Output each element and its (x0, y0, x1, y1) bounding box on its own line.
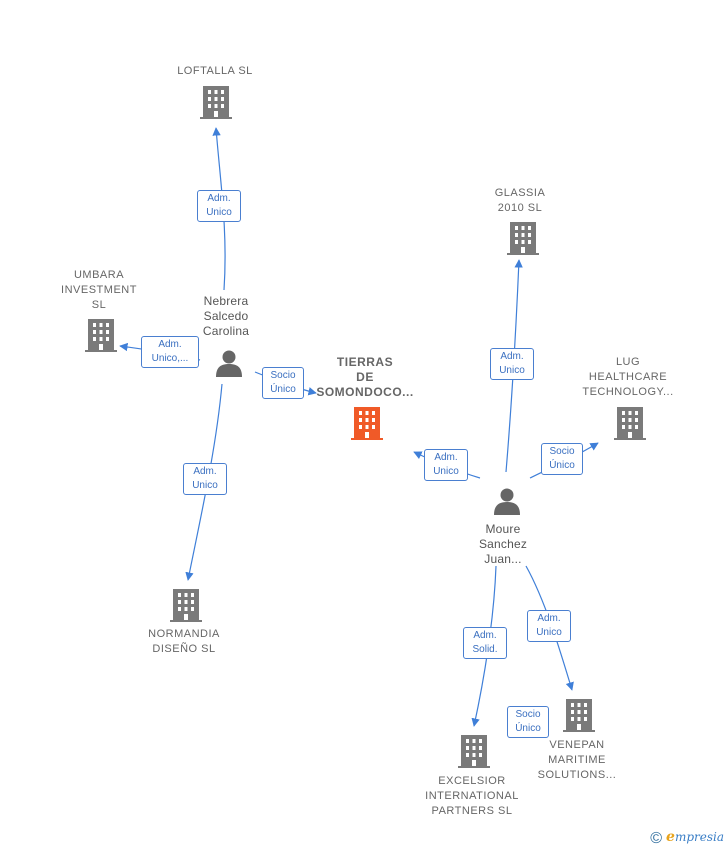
edge-label-line-1: Adm. (473, 630, 497, 641)
moure-label-line-2: Sanchez (478, 537, 528, 551)
tierras-label-line-1: TIERRAS (336, 355, 394, 369)
node-label-moure[interactable]: Moure Sanchez Juan... (453, 522, 553, 567)
edge-label-moure-lug[interactable]: Socio Único (541, 443, 583, 475)
edge-label-line-2: Unico,... (151, 353, 189, 364)
lug-label-line-1: LUG (615, 356, 641, 368)
node-label-nebrera[interactable]: Nebrera Salcedo Carolina (176, 294, 276, 339)
edge-label-moure-tierras[interactable]: Adm. Unico (424, 449, 468, 481)
edge-label-line-2: Unico (433, 466, 459, 477)
building-icon-umbara[interactable] (85, 319, 117, 352)
edge-label-line-1: Socio (515, 709, 541, 720)
edge-label-line-2: Unico (192, 480, 218, 491)
nebrera-label-line-2: Salcedo (203, 309, 249, 323)
glassia-label-line-1: GLASSIA (494, 187, 546, 199)
person-icon-nebrera[interactable] (216, 350, 242, 378)
building-icon-glassia[interactable] (507, 222, 539, 255)
nebrera-label-line-3: Carolina (202, 324, 250, 338)
person-icon-moure[interactable] (494, 488, 520, 516)
node-label-venepan[interactable]: VENEPAN MARITIME SOLUTIONS... (522, 738, 632, 783)
excelsior-label-line-3: PARTNERS SL (431, 805, 513, 817)
building-icon-tierras[interactable] (351, 407, 383, 440)
excelsior-label-line-1: EXCELSIOR (438, 775, 506, 787)
edge-label-nebrera-loftalla[interactable]: Adm. Unico (197, 190, 241, 222)
edge-label-nebrera-umbara[interactable]: Adm. Unico,... (141, 336, 199, 368)
building-icon-excelsior[interactable] (458, 735, 490, 768)
edge-label-moure-excelsior[interactable]: Adm. Solid. (463, 627, 507, 659)
edge-label-moure-venepan-adm[interactable]: Adm. Unico (527, 610, 571, 642)
glassia-label-line-2: 2010 SL (497, 202, 543, 214)
node-label-tierras[interactable]: TIERRAS DE SOMONDOCO... (310, 355, 420, 400)
building-icon-loftalla[interactable] (200, 86, 232, 119)
building-icon-lug[interactable] (614, 407, 646, 440)
building-icon-venepan[interactable] (563, 699, 595, 732)
tierras-label-line-2: DE (356, 370, 374, 384)
excelsior-label-line-2: INTERNATIONAL (425, 790, 519, 802)
edge-label-line-2: Unico (536, 627, 562, 638)
node-label-glassia[interactable]: GLASSIA 2010 SL (470, 186, 570, 216)
edge-label-line-1: Socio (270, 370, 296, 381)
node-label-excelsior[interactable]: EXCELSIOR INTERNATIONAL PARTNERS SL (412, 774, 532, 819)
edge-label-line-1: Adm. (158, 339, 182, 350)
moure-label-line-3: Juan... (484, 552, 522, 566)
node-label-umbara[interactable]: UMBARA INVESTMENT SL (49, 268, 149, 313)
loftalla-label: LOFTALLA SL (177, 65, 253, 77)
normandia-label-line-2: DISEÑO SL (152, 643, 216, 655)
edge-label-line-1: Adm. (500, 351, 524, 362)
edge-label-line-2: Unico (206, 207, 232, 218)
node-label-lug[interactable]: LUG HEALTHCARE TECHNOLOGY... (573, 355, 683, 400)
building-icon-normandia[interactable] (170, 589, 202, 622)
edge-label-line-1: Adm. (537, 613, 561, 624)
edge-label-nebrera-tierras[interactable]: Socio Único (262, 367, 304, 399)
lug-label-line-2: HEALTHCARE (588, 371, 668, 383)
edge-label-line-1: Adm. (434, 452, 458, 463)
brand-initial: e (666, 829, 675, 845)
edge-label-moure-glassia[interactable]: Adm. Unico (490, 348, 534, 380)
edge-label-line-2: Único (549, 460, 575, 471)
brand-logo: empresia (666, 829, 724, 845)
edge-label-line-2: Solid. (472, 644, 498, 655)
umbara-label-line-1: UMBARA (73, 269, 125, 281)
venepan-label-line-2: MARITIME (548, 754, 606, 766)
normandia-label-line-1: NORMANDIA (148, 628, 220, 640)
venepan-label-line-3: SOLUTIONS... (537, 769, 617, 781)
edge-label-moure-venepan-socio[interactable]: Socio Único (507, 706, 549, 738)
footer-brand[interactable]: ©empresia (650, 829, 724, 848)
node-label-loftalla[interactable]: LOFTALLA SL (160, 64, 270, 79)
umbara-label-line-2: INVESTMENT (61, 284, 137, 296)
edge-label-line-1: Adm. (207, 193, 231, 204)
brand-name: mpresia (674, 830, 724, 844)
nebrera-label-line-1: Nebrera (203, 294, 249, 308)
tierras-label-line-3: SOMONDOCO... (316, 385, 414, 399)
venepan-label-line-1: VENEPAN (549, 739, 605, 751)
edge-label-nebrera-normandia[interactable]: Adm. Unico (183, 463, 227, 495)
moure-label-line-1: Moure (485, 522, 521, 536)
edge-label-line-1: Socio (549, 446, 575, 457)
edge-label-line-2: Único (270, 384, 296, 395)
copyright-icon: © (650, 830, 663, 847)
lug-label-line-3: TECHNOLOGY... (582, 386, 674, 398)
edge-label-line-2: Único (515, 723, 541, 734)
edge-label-line-1: Adm. (193, 466, 217, 477)
umbara-label-line-3: SL (91, 299, 107, 311)
node-label-normandia[interactable]: NORMANDIA DISEÑO SL (129, 627, 239, 657)
edge-label-line-2: Unico (499, 365, 525, 376)
